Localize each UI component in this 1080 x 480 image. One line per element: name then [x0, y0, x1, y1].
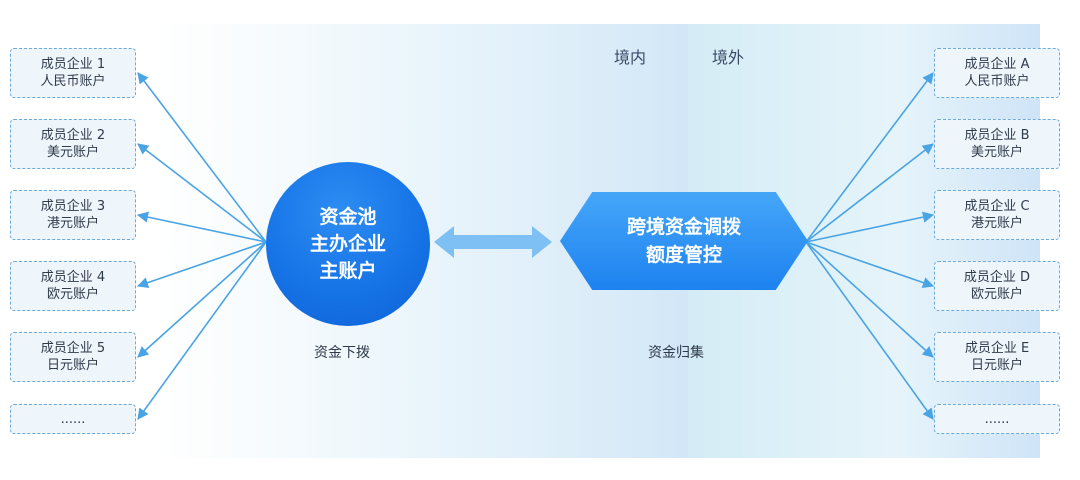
account-name: 成员企业 A	[964, 57, 1030, 72]
account-currency: 日元账户	[970, 358, 1023, 373]
left-connector-arrow	[137, 72, 267, 243]
right-account-box: 成员企业 E 日元账户	[934, 332, 1060, 382]
right-account-box: 成员企业 A 人民币账户	[934, 48, 1060, 98]
left-connector-arrow	[137, 143, 267, 243]
fund-pool-main-account-node: 资金池 主办企业 主账户	[266, 162, 430, 326]
left-account-box: 成员企业 2 美元账户	[10, 119, 136, 169]
account-name: 成员企业 1	[40, 57, 106, 72]
account-name: 成员企业 E	[964, 341, 1030, 356]
caption-fund-collection: 资金归集	[648, 345, 704, 361]
ellipsis: ......	[984, 411, 1010, 427]
left-account-box: 成员企业 4 欧元账户	[10, 261, 136, 311]
ellipsis: ......	[60, 411, 86, 427]
left-connector-arrow	[136, 211, 267, 243]
pool-account: 主账户	[319, 259, 377, 282]
right-account-box: 成员企业 B 美元账户	[934, 119, 1060, 169]
right-connector-arrow	[805, 241, 935, 288]
pool-title: 资金池	[319, 205, 377, 228]
account-name: 成员企业 4	[40, 270, 106, 285]
account-name: 成员企业 5	[40, 341, 106, 356]
account-name: 成员企业 2	[40, 128, 106, 143]
left-account-box: 成员企业 5 日元账户	[10, 332, 136, 382]
right-account-box: 成员企业 D 欧元账户	[934, 261, 1060, 311]
right-connector-arrow	[805, 211, 935, 243]
account-name: 成员企业 3	[40, 199, 106, 214]
quota-control-label: 额度管控	[645, 244, 722, 266]
cross-border-title: 跨境资金调拨	[626, 216, 741, 238]
left-connector-arrow	[137, 241, 267, 358]
account-currency: 欧元账户	[46, 287, 99, 302]
left-account-box: 成员企业 1 人民币账户	[10, 48, 136, 98]
domestic-region-label: 境内	[614, 48, 647, 67]
right-connector-arrow	[805, 241, 934, 358]
right-account-box: 成员企业 C 港元账户	[934, 190, 1060, 240]
account-name: 成员企业 D	[963, 270, 1031, 285]
left-account-box-more: ......	[10, 404, 136, 434]
left-connector-arrow	[137, 241, 267, 420]
caption-fund-allocation: 资金下拨	[314, 345, 370, 361]
account-currency: 港元账户	[46, 216, 99, 231]
account-currency: 美元账户	[46, 145, 99, 160]
cross-border-quota-node: 跨境资金调拨 额度管控	[560, 192, 808, 290]
right-connector-arrow	[805, 72, 934, 243]
right-account-box-more: ......	[934, 404, 1060, 434]
account-currency: 美元账户	[970, 145, 1023, 160]
pool-sponsor: 主办企业	[309, 232, 386, 255]
overseas-region-label: 境外	[712, 48, 745, 67]
account-currency: 日元账户	[46, 358, 99, 373]
account-currency: 人民币账户	[40, 74, 106, 89]
account-currency: 人民币账户	[964, 74, 1030, 89]
account-currency: 欧元账户	[970, 287, 1023, 302]
account-name: 成员企业 C	[964, 199, 1030, 214]
bidirectional-arrow	[434, 226, 552, 258]
left-account-box: 成员企业 3 港元账户	[10, 190, 136, 240]
account-name: 成员企业 B	[964, 128, 1030, 143]
account-currency: 港元账户	[970, 216, 1023, 231]
right-connector-arrow	[805, 143, 934, 243]
left-connector-arrow	[136, 241, 267, 289]
right-connector-arrow	[805, 241, 934, 420]
